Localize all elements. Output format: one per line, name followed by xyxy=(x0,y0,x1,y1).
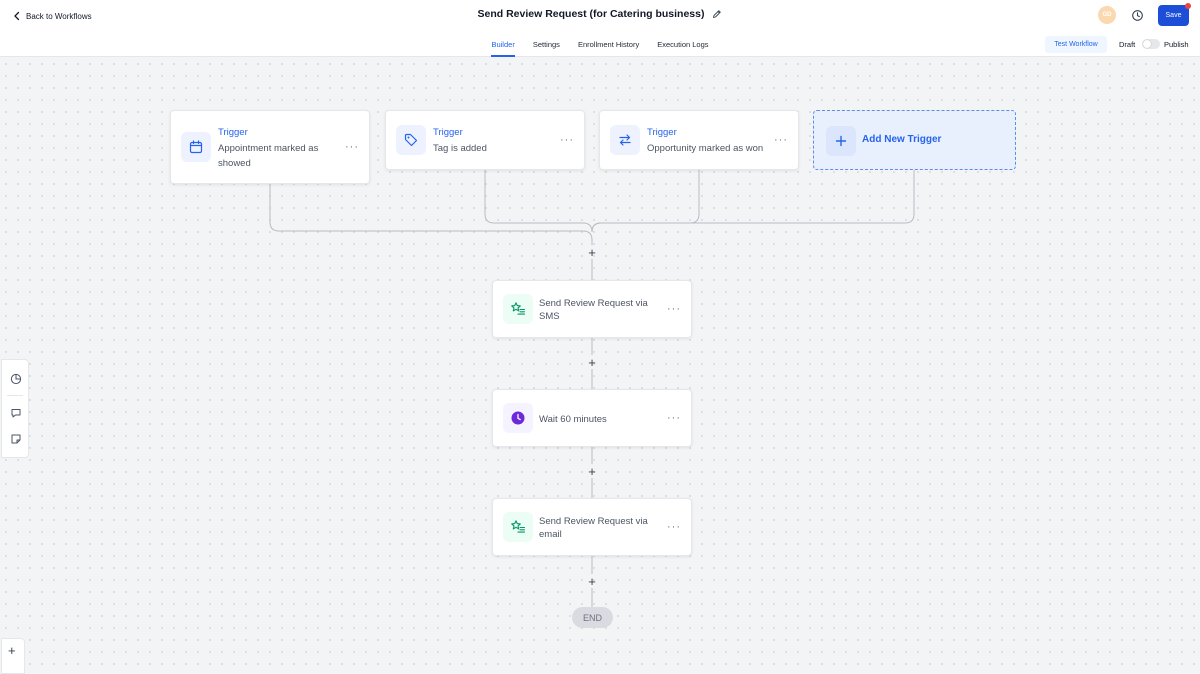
add-step-button[interactable]: + xyxy=(588,463,596,479)
history-icon[interactable] xyxy=(1131,9,1144,22)
add-step-button[interactable]: + xyxy=(588,354,596,370)
action-card-review-sms[interactable]: Send Review Request via SMS ··· xyxy=(492,280,692,338)
trigger-card-tag[interactable]: Trigger Tag is added ··· xyxy=(385,110,585,170)
trigger-label: Trigger xyxy=(647,127,677,138)
trigger-card-opportunity[interactable]: Trigger Opportunity marked as won ··· xyxy=(599,110,799,170)
clock-icon xyxy=(511,411,525,425)
more-options-icon[interactable]: ··· xyxy=(345,141,359,153)
stats-icon[interactable] xyxy=(10,373,22,385)
tab-list: Builder Settings Enrollment History Exec… xyxy=(0,32,1200,57)
tab-settings[interactable]: Settings xyxy=(532,40,560,49)
unsaved-indicator-dot xyxy=(1185,3,1191,9)
tag-icon xyxy=(404,133,418,147)
action-icon-box xyxy=(503,512,533,542)
tab-execution-logs[interactable]: Execution Logs xyxy=(657,40,709,49)
plus-icon-box xyxy=(826,126,856,156)
trigger-card-appointment[interactable]: Trigger Appointment marked as showed ··· xyxy=(170,110,370,184)
trigger-description: Appointment marked as showed xyxy=(218,143,319,169)
action-title: Send Review Request via email xyxy=(539,516,648,540)
action-icon-box xyxy=(503,294,533,324)
trigger-icon-box xyxy=(181,132,211,162)
save-button[interactable]: Save xyxy=(1158,5,1189,26)
trigger-label: Trigger xyxy=(218,127,248,138)
toggle-knob xyxy=(1143,40,1151,48)
avatar[interactable]: GD xyxy=(1098,6,1116,24)
pencil-icon[interactable] xyxy=(712,9,722,19)
action-card-review-email[interactable]: Send Review Request via email ··· xyxy=(492,498,692,556)
add-trigger-label: Add New Trigger xyxy=(862,134,942,145)
publish-label: Publish xyxy=(1164,40,1189,49)
tab-builder[interactable]: Builder xyxy=(482,32,523,57)
comment-icon[interactable] xyxy=(10,407,22,419)
more-options-icon[interactable]: ··· xyxy=(667,412,681,424)
zoom-in-button[interactable]: + xyxy=(8,643,16,658)
tab-enrollment-history[interactable]: Enrollment History xyxy=(577,40,640,49)
arrow-left-icon xyxy=(14,11,20,21)
add-step-button[interactable]: + xyxy=(588,244,596,260)
trigger-icon-box xyxy=(396,125,426,155)
trigger-description: Opportunity marked as won xyxy=(647,143,764,154)
add-step-button[interactable]: + xyxy=(588,573,596,589)
trigger-label: Trigger xyxy=(433,127,463,138)
note-icon[interactable] xyxy=(10,433,22,445)
back-to-workflows-link[interactable]: Back to Workflows xyxy=(12,9,92,23)
zoom-controls: + xyxy=(1,638,25,674)
top-bar: Back to Workflows Send Review Request (f… xyxy=(0,0,1200,32)
calendar-icon xyxy=(189,140,203,154)
trigger-description: Tag is added xyxy=(433,143,487,154)
more-options-icon[interactable]: ··· xyxy=(774,134,788,146)
left-toolbar xyxy=(1,359,29,458)
swap-arrows-icon xyxy=(619,134,631,146)
workflow-title: Send Review Request (for Catering busine… xyxy=(477,8,705,20)
action-title: Wait 60 minutes xyxy=(539,414,607,425)
more-options-icon[interactable]: ··· xyxy=(667,521,681,533)
publish-toggle[interactable] xyxy=(1142,39,1160,49)
action-icon-box xyxy=(503,403,533,433)
test-workflow-button[interactable]: Test Workflow xyxy=(1045,36,1107,53)
trigger-icon-box xyxy=(610,125,640,155)
more-options-icon[interactable]: ··· xyxy=(667,303,681,315)
draft-label: Draft xyxy=(1119,40,1136,49)
more-options-icon[interactable]: ··· xyxy=(560,134,574,146)
add-new-trigger-button[interactable]: Add New Trigger xyxy=(813,110,1016,170)
star-list-icon xyxy=(511,302,526,315)
action-card-wait[interactable]: Wait 60 minutes ··· xyxy=(492,389,692,447)
workflow-title-area: Send Review Request (for Catering busine… xyxy=(0,8,1200,20)
end-node: END xyxy=(572,607,613,628)
action-title: Send Review Request via SMS xyxy=(539,298,648,322)
plus-icon xyxy=(835,135,847,147)
back-link-label: Back to Workflows xyxy=(26,11,92,21)
star-list-icon xyxy=(511,520,526,533)
sub-navigation-bar: Builder Settings Enrollment History Exec… xyxy=(0,32,1200,57)
toolbar-divider xyxy=(7,395,23,396)
